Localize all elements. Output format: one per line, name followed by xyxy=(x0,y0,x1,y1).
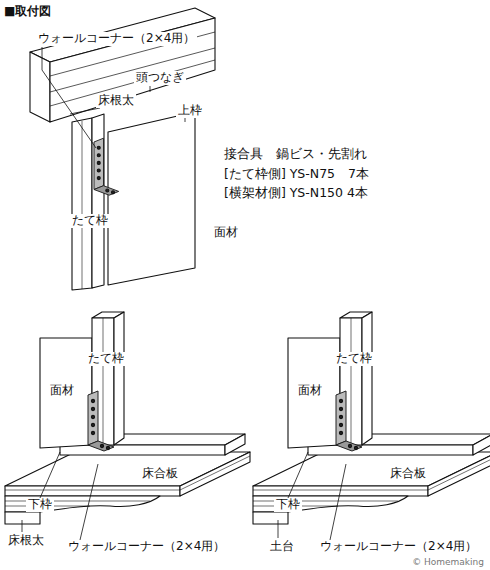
part-name: 床根太 xyxy=(6,534,46,548)
part-name: 頭つなぎ xyxy=(134,71,186,85)
part-name: 面材 xyxy=(212,226,240,240)
part-name: 下枠 xyxy=(274,498,302,512)
part-name: たて枠 xyxy=(70,214,110,228)
part-name: 土台 xyxy=(268,540,296,554)
part-name: 床合板 xyxy=(388,467,428,481)
part-name: 床根太 xyxy=(96,94,136,108)
title: ■取付図 xyxy=(4,3,51,20)
part-name: たて枠 xyxy=(334,352,374,366)
part-name: ウォールコーナー（2×4用） xyxy=(66,540,227,554)
fastener-note: 接合具 鍋ビス・先割れ xyxy=(222,147,369,161)
part-name: 下枠 xyxy=(26,498,54,512)
part-name: ウォールコーナー（2×4用） xyxy=(318,540,479,554)
fastener-note: [たて枠側] YS-N75 7本 xyxy=(222,167,371,181)
part-name: 面材 xyxy=(48,384,76,398)
watermark: © Homemaking xyxy=(410,557,486,567)
part-name: たて枠 xyxy=(86,352,126,366)
part-name: ウォールコーナー（2×4用） xyxy=(36,32,197,46)
part-name: 上枠 xyxy=(176,104,204,118)
part-name: 面材 xyxy=(296,384,324,398)
part-name: 床合板 xyxy=(140,467,180,481)
fastener-note: [横架材側] YS-N150 4本 xyxy=(222,186,370,200)
